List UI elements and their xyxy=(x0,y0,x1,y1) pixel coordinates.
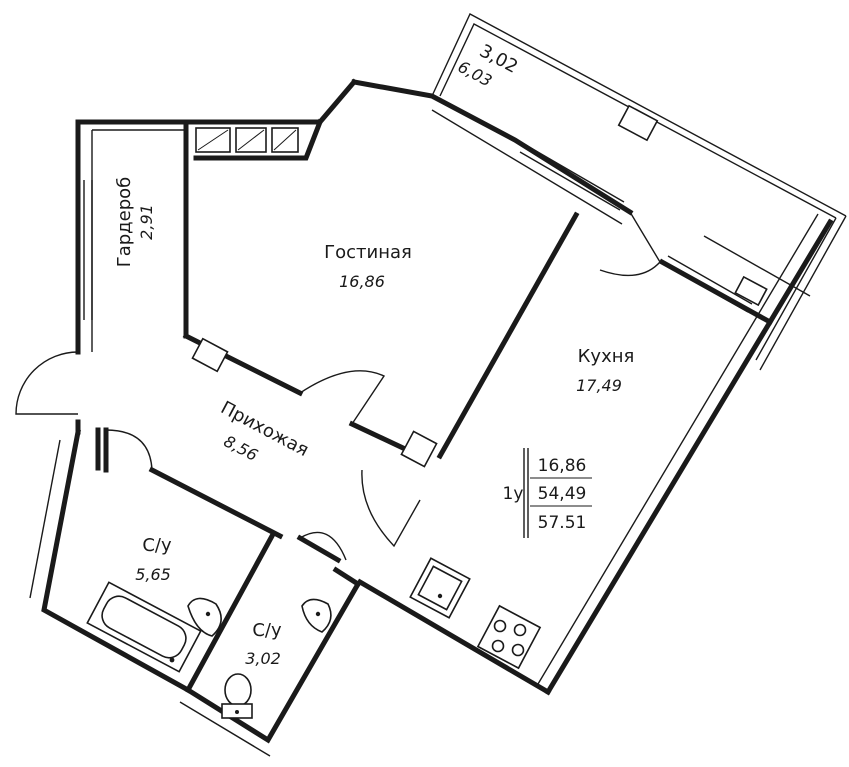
bathroom-fixtures xyxy=(86,581,332,719)
washbasin-icon-2 xyxy=(301,598,332,633)
rooms-count: 1у xyxy=(503,484,524,504)
windows xyxy=(83,143,811,320)
toilet-icon xyxy=(224,673,252,707)
hallway-area: 8,56 xyxy=(221,431,261,465)
bathroom1-area: 5,65 xyxy=(135,565,171,584)
washbasin-icon xyxy=(187,597,222,637)
storage-niche xyxy=(195,127,299,153)
summary-total-with-balcony: 57.51 xyxy=(538,513,587,533)
doors xyxy=(15,211,661,561)
summary-living-area: 16,86 xyxy=(538,456,587,476)
kitchen-label: Кухня xyxy=(578,346,635,367)
area-summary-table: 1у 16,86 54,49 57.51 xyxy=(503,448,592,538)
kitchen-fixtures xyxy=(409,557,542,670)
balcony-outline xyxy=(431,13,847,371)
living-area: 16,86 xyxy=(339,272,385,291)
bathroom2-area: 3,02 xyxy=(245,649,281,668)
bathroom2-label: С/у xyxy=(252,620,282,641)
living-label: Гостиная xyxy=(324,242,412,263)
summary-total-area: 54,49 xyxy=(538,484,587,504)
wardrobe-label: Гардероб xyxy=(114,177,135,268)
bathroom1-label: С/у xyxy=(142,535,172,556)
room-labels: Гардероб 2,91 Гостиная 16,86 3,02 6,03 К… xyxy=(114,40,635,668)
walls xyxy=(29,78,834,757)
wardrobe-area: 2,91 xyxy=(137,204,156,240)
stove-icon xyxy=(476,604,542,670)
kitchen-area: 17,49 xyxy=(576,376,622,395)
